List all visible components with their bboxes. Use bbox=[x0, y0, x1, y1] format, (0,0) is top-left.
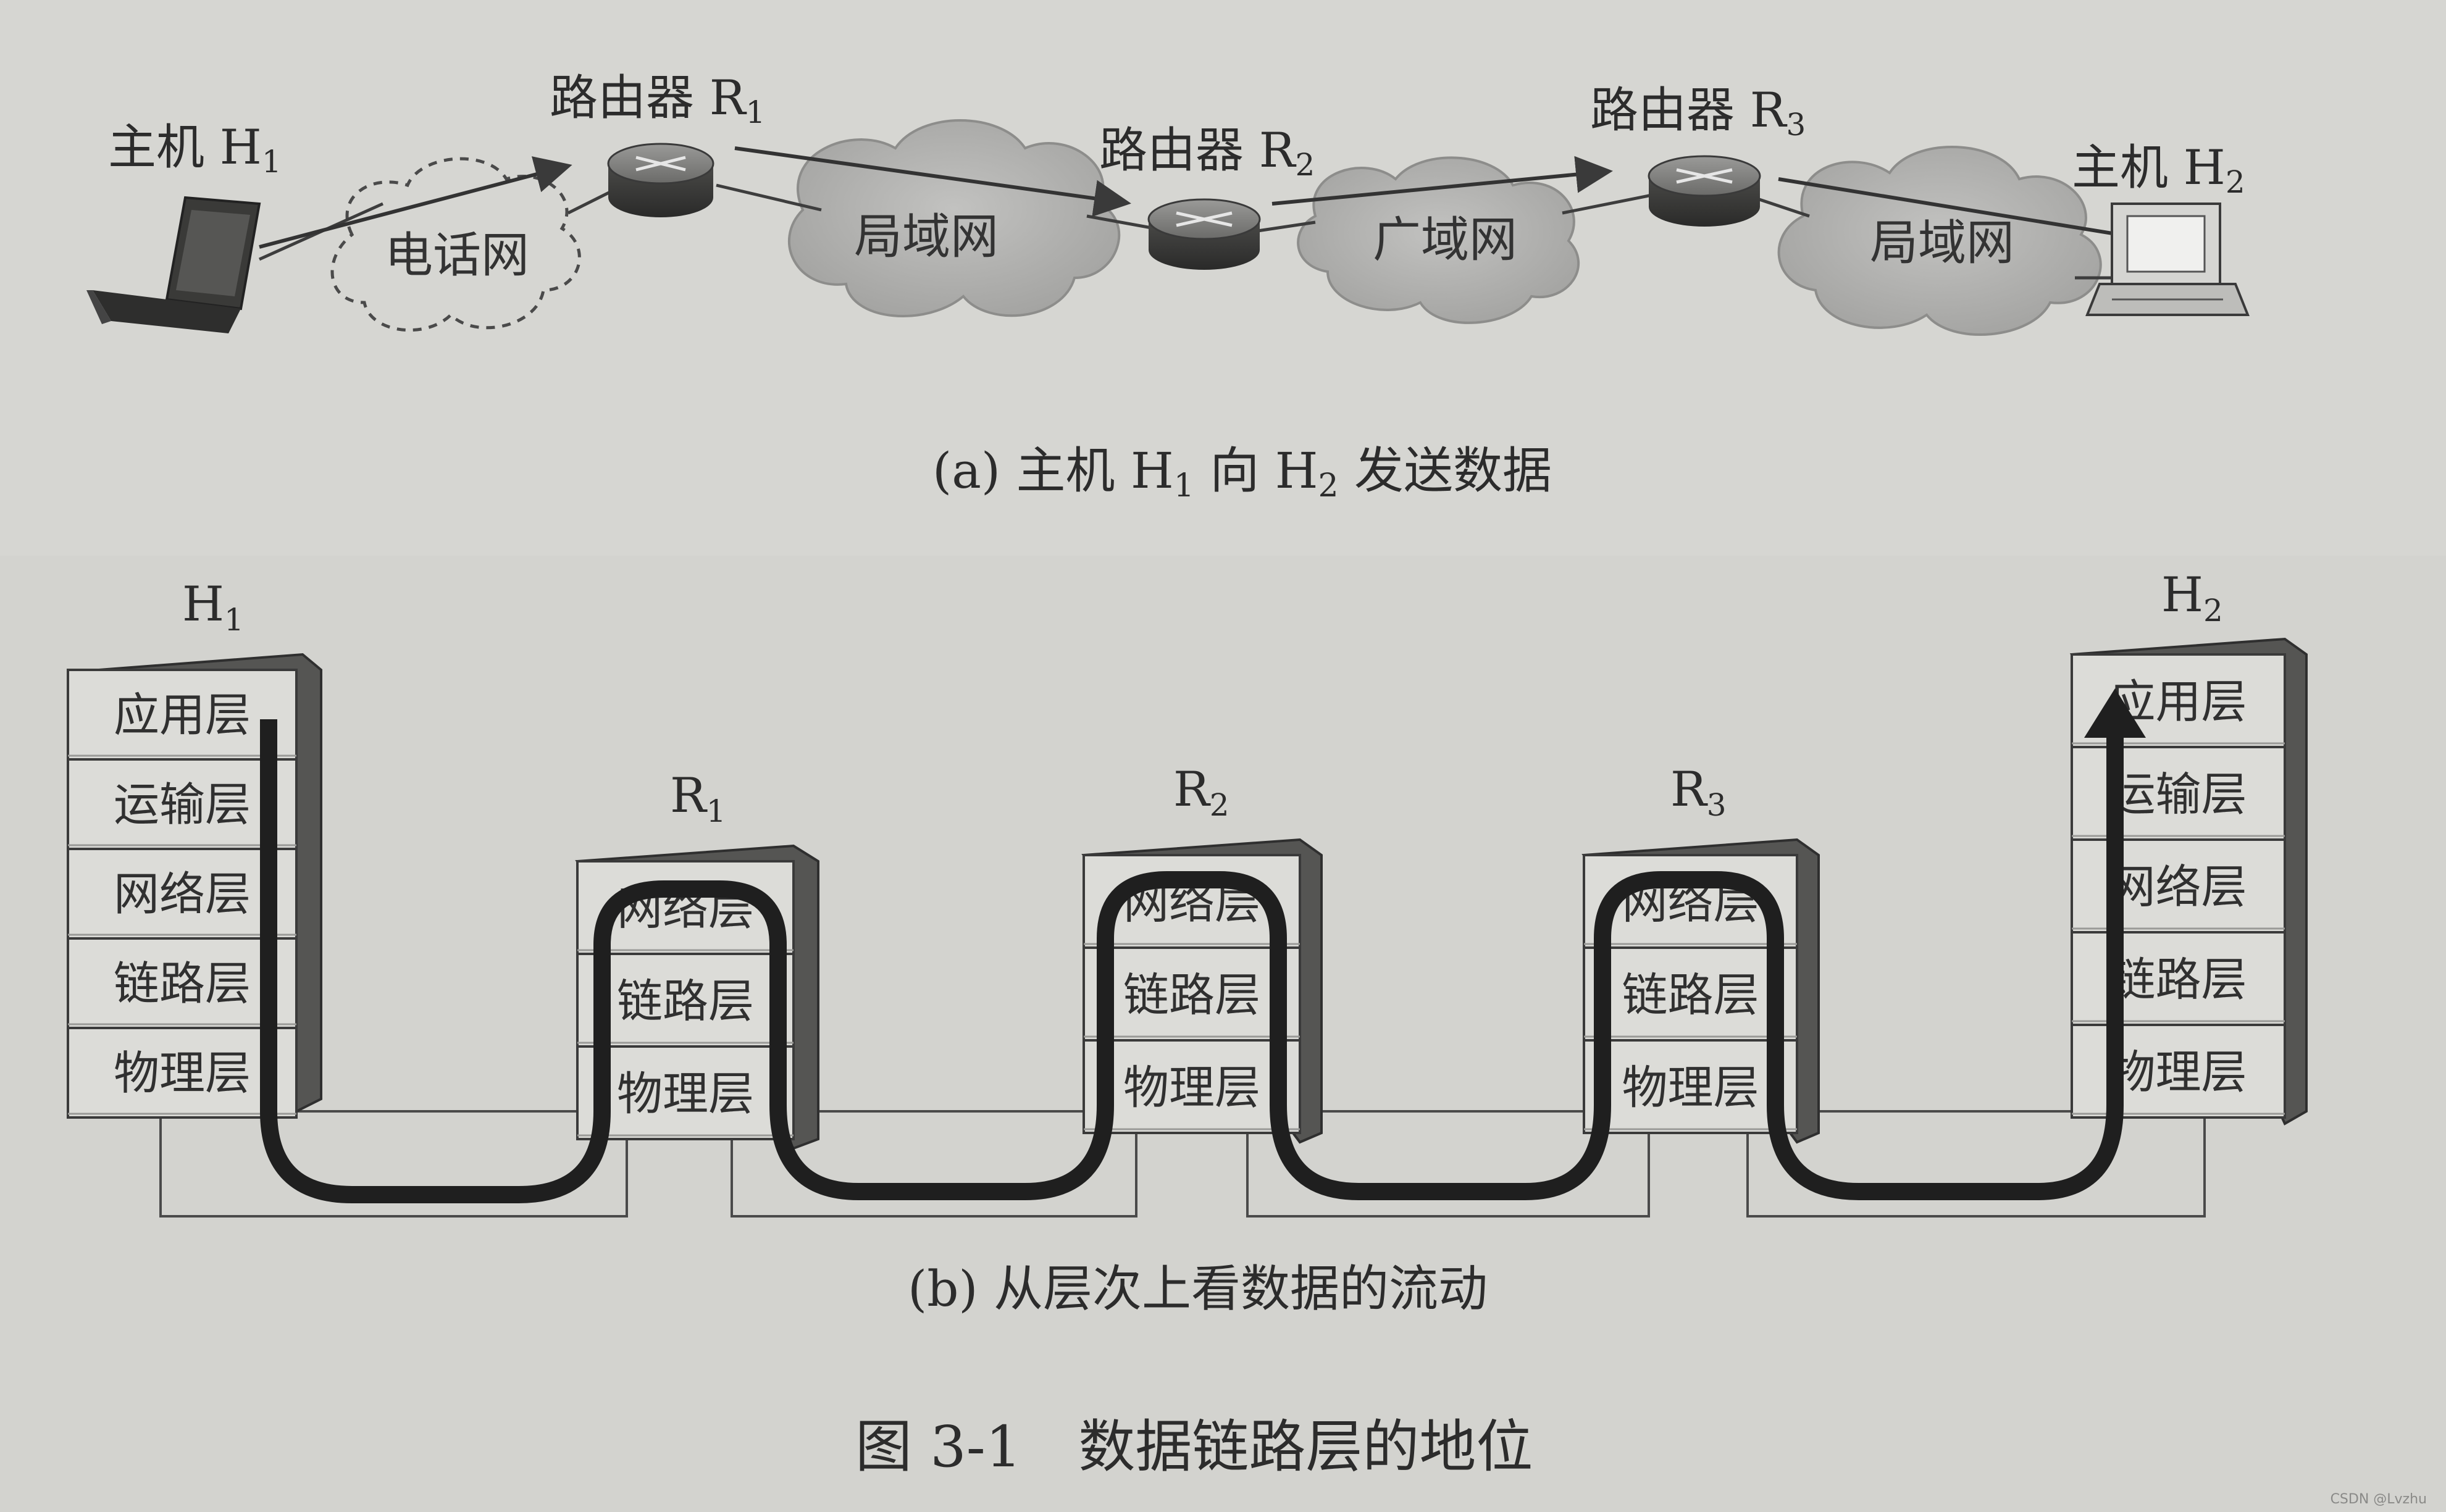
label-stack-r3: R3 bbox=[1670, 762, 1727, 823]
cloud-wan-label: 广域网 bbox=[1373, 212, 1517, 268]
label-stack-r2: R2 bbox=[1173, 762, 1229, 823]
h2-layer-label: 运输层 bbox=[2110, 768, 2247, 821]
label-host-h2: 主机 H2 bbox=[2072, 140, 2245, 200]
r2-layer-box bbox=[1083, 1039, 1301, 1134]
h1-layer-label: 运输层 bbox=[114, 779, 251, 832]
r2-layer-box bbox=[1083, 946, 1301, 1042]
cloud-lan-1-label: 局域网 bbox=[854, 209, 999, 265]
r1-layer-label: 链路层 bbox=[617, 975, 754, 1028]
h1-layer-box bbox=[67, 758, 298, 850]
caption-a: (a) 主机 H1 向 H2 发送数据 bbox=[932, 442, 1552, 504]
h1-layer-box bbox=[67, 669, 298, 761]
r1-layer-box bbox=[576, 1045, 795, 1140]
label-router-r3: 路由器 R3 bbox=[1590, 83, 1806, 143]
cloud-lan-1: 局域网 bbox=[787, 119, 1121, 317]
data-flow-path bbox=[260, 719, 2124, 1203]
r3-layer-box bbox=[1583, 1039, 1798, 1134]
r2-layer-label: 链路层 bbox=[1123, 969, 1260, 1022]
r3-layer-label: 物理层 bbox=[1622, 1061, 1759, 1114]
laptop-h1-icon bbox=[86, 196, 261, 333]
h1-layer-label: 链路层 bbox=[114, 958, 251, 1011]
label-stack-h2: H2 bbox=[2161, 567, 2223, 629]
watermark: CSDN @Lvzhu bbox=[2331, 1492, 2427, 1507]
cloud-wan: 广域网 bbox=[1297, 156, 1580, 324]
r2-layer-label: 物理层 bbox=[1123, 1061, 1260, 1114]
label-router-r2: 路由器 R2 bbox=[1099, 123, 1315, 183]
h1-layer-label: 物理层 bbox=[114, 1047, 251, 1100]
r3-layer-label: 链路层 bbox=[1622, 969, 1759, 1022]
router-r3-icon bbox=[1648, 155, 1761, 227]
router-r1-icon bbox=[607, 143, 714, 217]
r1-layer-label: 物理层 bbox=[617, 1067, 754, 1121]
caption-b: (b) 从层次上看数据的流动 bbox=[908, 1260, 1488, 1318]
h2-layer-label: 网络层 bbox=[2110, 861, 2247, 914]
data-flow-arrowhead bbox=[2084, 688, 2146, 738]
h1-layer-box bbox=[67, 848, 298, 940]
figure-caption: 图 3-1 数据链路层的地位 bbox=[855, 1414, 1533, 1480]
label-router-r1: 路由器 R1 bbox=[550, 70, 765, 130]
cloud-lan-2-label: 局域网 bbox=[1870, 215, 2014, 271]
h1-layer-box bbox=[67, 937, 298, 1029]
label-stack-h1: H1 bbox=[182, 577, 244, 638]
desktop-h2-icon bbox=[2085, 203, 2250, 316]
diagram-a: 局域网 广域网 局域网 电话网 bbox=[86, 70, 2250, 504]
h2-layer-label: 链路层 bbox=[2110, 953, 2247, 1006]
h1-layer-label: 网络层 bbox=[114, 868, 251, 921]
link-trays bbox=[159, 1110, 2206, 1218]
cloud-phone-label: 电话网 bbox=[385, 228, 529, 283]
label-host-h1: 主机 H1 bbox=[108, 120, 282, 180]
label-stack-r1: R1 bbox=[670, 768, 726, 829]
router-r2-icon bbox=[1147, 198, 1261, 270]
h1-layer-box bbox=[67, 1027, 298, 1119]
h2-layer-label: 物理层 bbox=[2110, 1046, 2247, 1099]
r3-layer-box bbox=[1583, 946, 1798, 1042]
cloud-phone: 电话网 bbox=[330, 157, 581, 332]
h1-layer-label: 应用层 bbox=[114, 689, 251, 742]
flow-arrows-a bbox=[259, 146, 2184, 257]
